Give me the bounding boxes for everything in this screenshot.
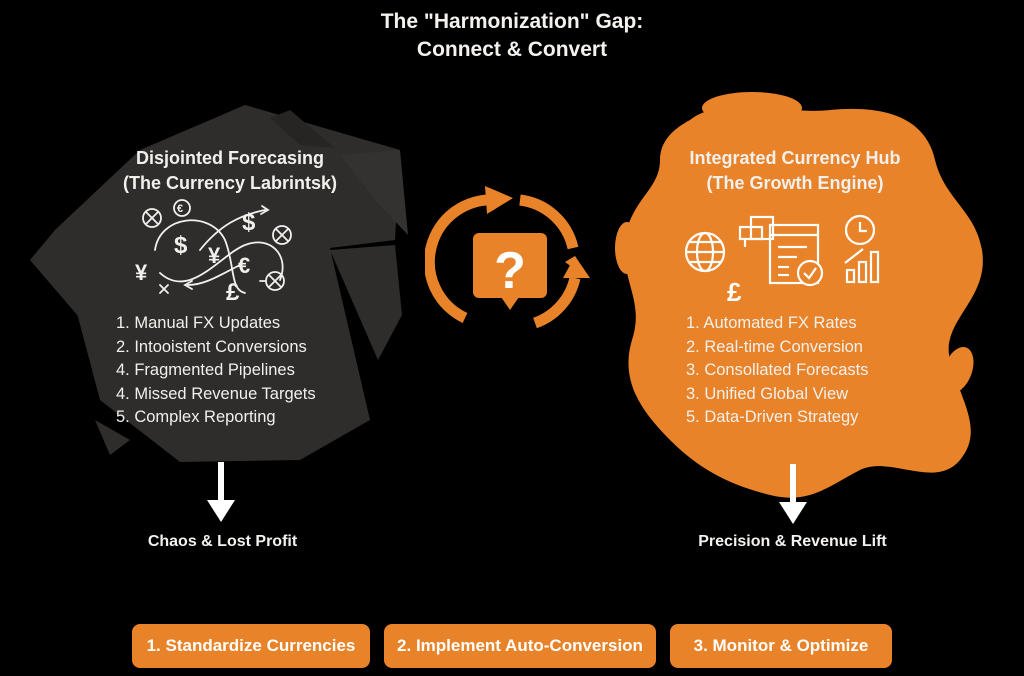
left-list-item: 2. Intooistent Conversions (116, 337, 307, 356)
diagram-title: The "Harmonization" Gap: Connect & Conve… (0, 8, 1024, 64)
right-list-item: 3. Consollated Forecasts (686, 361, 869, 379)
pound-icon: £ (727, 277, 742, 305)
left-issues-list: 1. Manual FX Updates 2. Intooistent Conv… (116, 312, 316, 430)
globe-icon (685, 231, 726, 273)
down-arrow-icon (779, 464, 807, 524)
pound-icon: £ (226, 279, 240, 305)
document-check-icon (768, 223, 824, 287)
right-outcome: Precision & Revenue Lift (698, 533, 887, 550)
step-standardize-currencies-button[interactable]: 1. Standardize Currencies (132, 624, 370, 668)
left-outcome: Chaos & Lost Profit (147, 533, 298, 550)
right-title-line-1: Integrated Currency Hub (689, 148, 901, 168)
title-line-1: The "Harmonization" Gap: (380, 10, 644, 33)
svg-text:$: $ (242, 209, 256, 236)
left-list-item: 4. Fragmented Pipelines (116, 361, 295, 379)
euro-icon: € (238, 253, 250, 278)
tangled-currency-icon: € $ $ ¥ ¥ € £ (135, 199, 292, 305)
right-list-item: 5. Data-Driven Strategy (686, 408, 859, 426)
step-implement-auto-conversion-button[interactable]: 2. Implement Auto-Conversion (384, 624, 656, 668)
hub-icons: £ (685, 214, 880, 305)
growth-chart-icon (844, 248, 880, 284)
windows-icon (738, 215, 775, 247)
left-list-item: 1. Manual FX Updates (116, 314, 281, 332)
left-list-item: 4. Missed Revenue Targets (116, 384, 316, 403)
right-panel-title: Integrated Currency Hub (The Growth Engi… (650, 146, 940, 196)
left-panel-title: Disjointed Forecasing (The Currency Labr… (80, 146, 380, 196)
svg-text:€: € (177, 203, 183, 215)
down-arrow-icon (207, 462, 235, 522)
right-list-item: 3. Unified Global View (686, 384, 849, 403)
svg-text:¥: ¥ (135, 260, 148, 285)
right-list-item: 2. Real-time Conversion (686, 337, 863, 356)
right-list-item: 1. Automated FX Rates (686, 314, 857, 332)
left-list-item: 5. Complex Reporting (116, 408, 276, 426)
right-title-line-2: (The Growth Engine) (706, 173, 884, 193)
right-benefits-list: 1. Automated FX Rates 2. Real-time Conve… (686, 312, 869, 430)
question-cycle-icon: ? (425, 186, 590, 328)
clock-icon (844, 214, 876, 246)
dollar-icon: $ (174, 232, 188, 259)
question-mark: ? (494, 242, 526, 300)
step-monitor-optimize-button[interactable]: 3. Monitor & Optimize (670, 624, 892, 668)
title-line-2: Connect & Convert (416, 38, 608, 61)
left-title-line-2: (The Currency Labrintsk) (122, 173, 338, 193)
right-blob-shape (615, 92, 983, 498)
left-title-line-1: Disjointed Forecasing (135, 148, 325, 168)
left-polygon-shape (30, 105, 408, 462)
yen-icon: ¥ (208, 243, 221, 268)
